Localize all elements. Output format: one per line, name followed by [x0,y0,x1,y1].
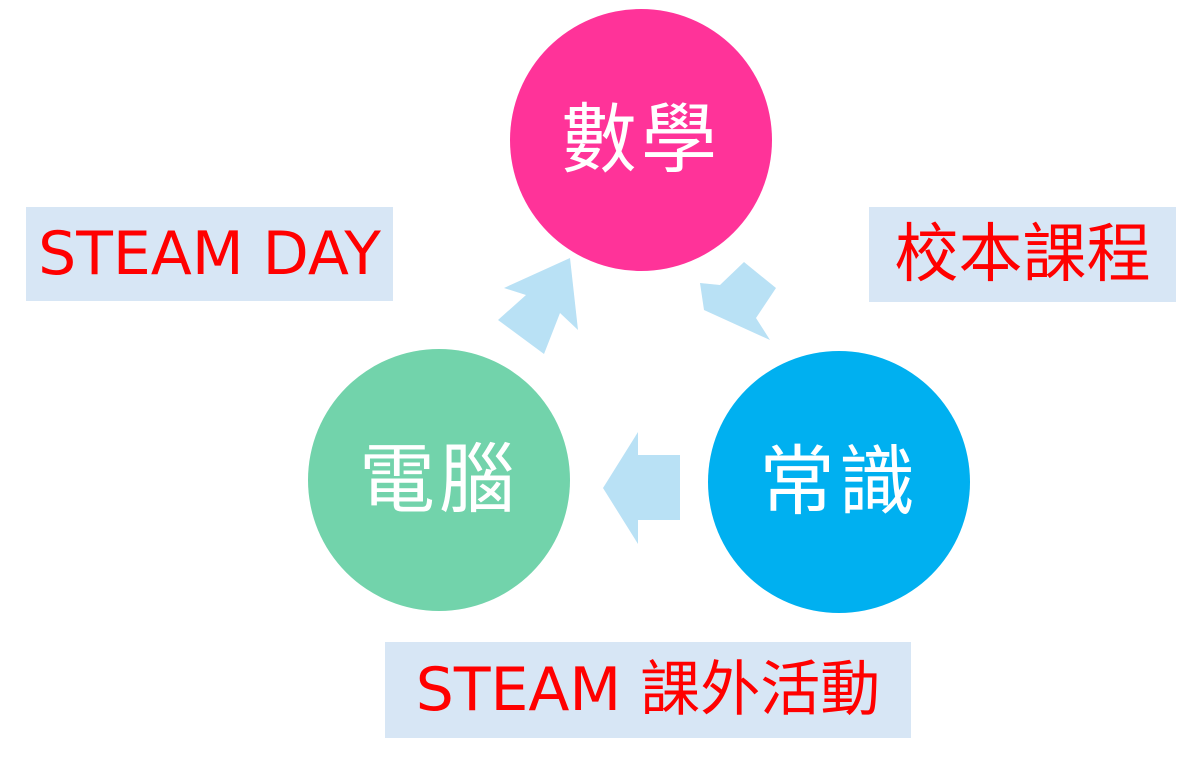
node-computer-label: 電腦 [359,435,519,524]
node-math-label: 數學 [561,95,721,184]
node-general: 常識 [708,351,970,613]
arrow-math-to-general [700,262,776,340]
label-box-school-curriculum: 校本課程 [869,207,1176,302]
label-steam-day: STEAM DAY [38,219,381,289]
arrow-computer-to-math [498,258,578,354]
arrow-general-to-computer [603,432,680,544]
node-computer: 電腦 [308,349,570,611]
label-box-steam-day: STEAM DAY [26,207,393,301]
node-math: 數學 [510,9,772,271]
label-extracurricular: STEAM 課外活動 [415,655,881,725]
label-school-curriculum: 校本課程 [894,217,1151,292]
node-general-label: 常識 [759,437,919,526]
label-box-extracurricular: STEAM 課外活動 [385,642,911,738]
